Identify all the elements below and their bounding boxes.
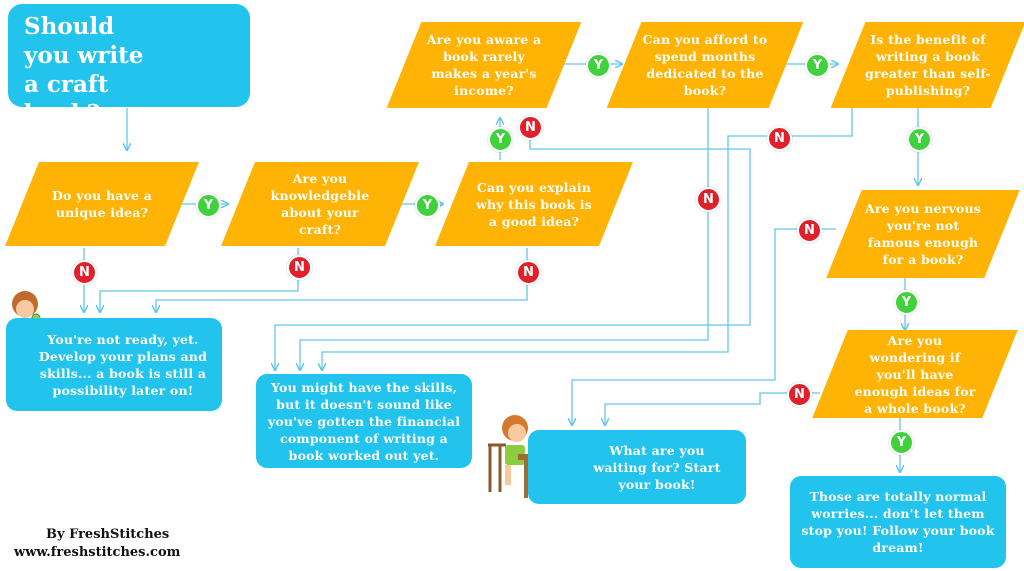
- outcome-start-book: What are you waiting for? Start your boo…: [528, 430, 746, 504]
- no-badge: N: [767, 126, 792, 151]
- arrow-aware-to-financial: [275, 118, 751, 370]
- arrow-benefit-to-financial: [322, 108, 853, 370]
- yes-badge: Y: [196, 193, 221, 218]
- arrow-explain-to-notready: [156, 248, 528, 312]
- no-badge: N: [787, 382, 812, 407]
- outcome-normal-worries: Those are totally normal worries... don'…: [790, 476, 1006, 568]
- no-badge: N: [518, 115, 543, 140]
- yes-badge: Y: [586, 53, 611, 78]
- outcome-not-ready: You're not ready, yet. Develop your plan…: [6, 318, 222, 411]
- no-badge: N: [287, 255, 312, 280]
- question-benefit: Is the benefit of writing a book greater…: [830, 22, 1024, 108]
- question-afford: Can you afford to spend months dedicated…: [606, 22, 804, 108]
- question-unique-idea: Do you have a unique idea?: [5, 162, 199, 246]
- question-aware: Are you aware a book rarely makes a year…: [386, 22, 582, 108]
- credit-by: By FreshStitches: [46, 527, 170, 542]
- question-wondering: Are you wondering if you'll have enough …: [812, 330, 1018, 418]
- arrow-afford-to-financial: [300, 108, 709, 370]
- page-title: Should you write a craft book?: [24, 13, 144, 127]
- title-box: Should you write a craft book?: [8, 4, 250, 127]
- yes-badge: Y: [889, 430, 914, 455]
- outcome-financial: You might have the skills, but it doesn'…: [256, 374, 472, 468]
- yes-badge: Y: [894, 290, 919, 315]
- yes-badge: Y: [415, 193, 440, 218]
- question-knowledgeable: Are you knowledgeble about your craft?: [221, 162, 419, 246]
- yes-badge: Y: [488, 127, 513, 152]
- yes-badge: Y: [805, 53, 830, 78]
- yes-badge: Y: [907, 127, 932, 152]
- no-badge: N: [516, 260, 541, 285]
- arrow-knowledge-to-notready: [100, 248, 299, 312]
- no-badge: N: [797, 218, 822, 243]
- credit-url[interactable]: www.freshstitches.com: [14, 545, 181, 560]
- question-nervous: Are you nervous you're not famous enough…: [826, 190, 1020, 278]
- no-badge: N: [696, 187, 721, 212]
- question-explain: Can you explain why this book is a good …: [435, 162, 633, 246]
- arrow-wondering-to-waiting: [605, 392, 820, 425]
- no-badge: N: [72, 260, 97, 285]
- arrow-nervous-to-waiting: [572, 228, 836, 425]
